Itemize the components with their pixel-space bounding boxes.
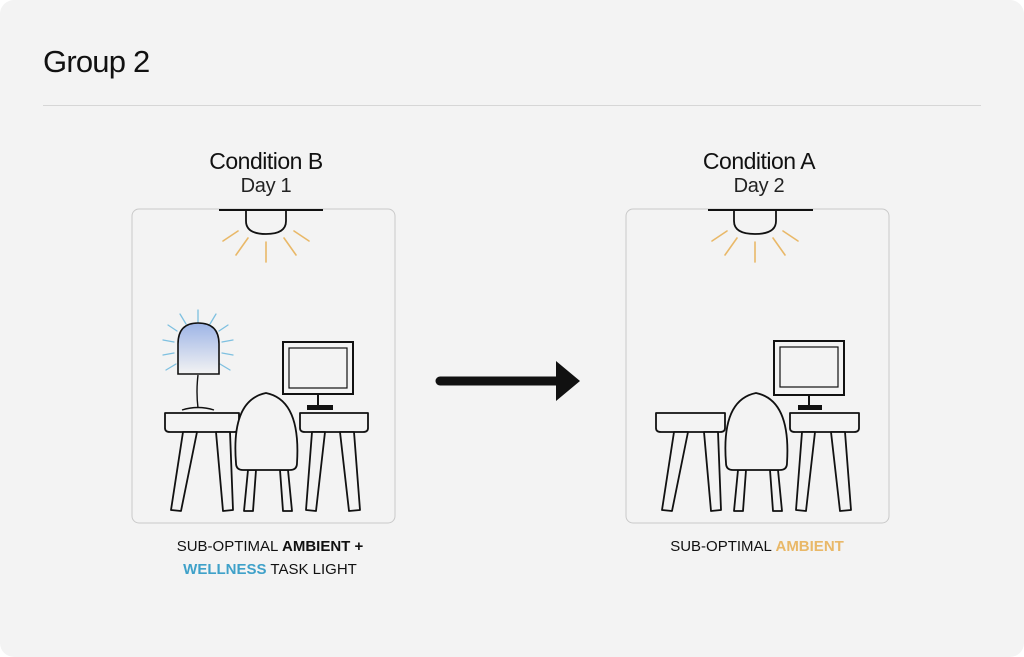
chair-icon — [724, 392, 789, 512]
page-title: Group 2 — [43, 44, 150, 79]
condition-a-header: Condition A Day 2 — [609, 148, 909, 198]
divider — [43, 105, 981, 106]
condition-b-title: Condition B — [209, 148, 323, 174]
condition-a-panel — [625, 208, 890, 524]
caption-wellness: WELLNESS — [183, 561, 267, 578]
condition-b-panel — [131, 208, 396, 524]
caption-prefix: SUB-OPTIMAL — [670, 538, 776, 555]
condition-b-header: Condition B Day 1 — [116, 148, 416, 198]
condition-a-title: Condition A — [702, 148, 816, 174]
caption-ambient: AMBIENT — [775, 538, 844, 555]
caption-ambient: AMBIENT + — [282, 538, 364, 555]
monitor-icon — [282, 341, 354, 410]
caption-suffix: TASK LIGHT — [266, 561, 357, 578]
wellness-lamp-icon — [162, 309, 234, 411]
desk-icon — [655, 412, 860, 512]
condition-b-caption: SUB-OPTIMAL AMBIENT + WELLNESS TASK LIGH… — [120, 535, 420, 581]
ceiling-light-icon — [708, 209, 813, 263]
caption-line-1: SUB-OPTIMAL AMBIENT + — [120, 535, 420, 558]
monitor-icon — [773, 340, 845, 410]
condition-a-day: Day 2 — [733, 175, 785, 197]
transition-arrow-icon — [435, 361, 580, 401]
desk-icon — [164, 412, 369, 512]
chair-icon — [234, 392, 299, 512]
condition-a-caption: SUB-OPTIMAL AMBIENT — [607, 535, 907, 558]
ceiling-light-icon — [219, 209, 323, 263]
condition-b-day: Day 1 — [240, 175, 292, 197]
caption-prefix: SUB-OPTIMAL — [176, 538, 283, 555]
caption-line-2: WELLNESS TASK LIGHT — [120, 558, 420, 581]
